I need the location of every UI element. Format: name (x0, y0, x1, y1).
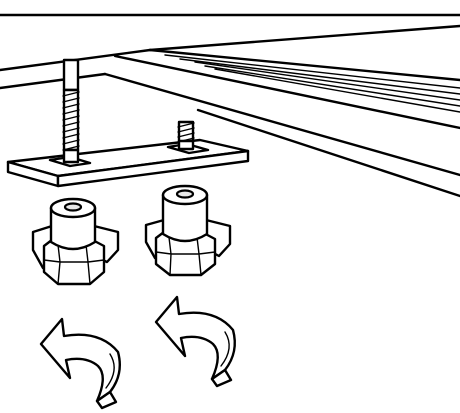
mounting-plate (6, 138, 250, 188)
wing-nut-right (144, 184, 232, 277)
leveling-rail (0, 48, 460, 198)
wing-nut-left (31, 197, 120, 286)
rotation-arrow-left (39, 317, 121, 410)
threaded-bolt-right (177, 120, 195, 146)
rotation-arrow-right (154, 295, 236, 388)
threaded-bolt-left (62, 58, 80, 152)
